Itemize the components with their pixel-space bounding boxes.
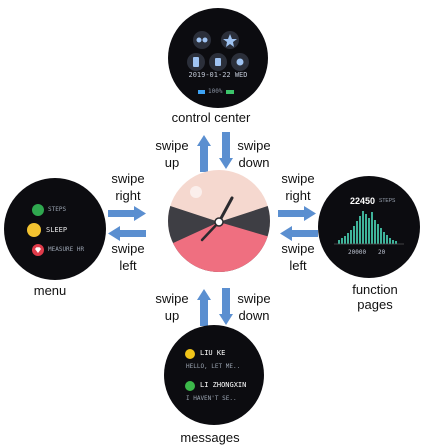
arrow-up-top [197,135,211,172]
menu-caption: menu [33,283,67,298]
watch-face-graphic [168,170,270,272]
control-center-caption: control center [171,110,251,125]
control-center-watch[interactable]: 2019-01-22 WED 100% [168,8,268,108]
menu-item-steps[interactable]: STEPS [48,206,67,213]
control-center-battery: 100% [208,88,223,95]
menu-item-sleep[interactable]: SLEEP [46,226,68,234]
steps-unit: STEPS [379,198,396,204]
messages-caption: messages [180,430,240,445]
main-watch-face[interactable] [168,170,270,272]
menu-icons [27,204,44,256]
menu-watch[interactable]: STEPS SLEEP MEASURE HR [4,178,106,280]
message-icons [185,349,195,391]
steps-extra: 20 [378,249,386,256]
function-pages-caption: function pages [352,282,398,312]
arrow-down-bottom [219,288,233,325]
function-pages-watch[interactable]: 22450 STEPS 20000 20 [318,176,420,278]
steps-value: 22450 [350,196,376,206]
arrow-left-left [108,226,146,241]
arrow-up-bottom [197,289,211,326]
arrow-left-right [280,226,318,241]
arrow-right-right [278,206,316,221]
arrow-right-left [108,206,146,221]
control-center-icons [187,31,249,94]
message-preview-2: I HAVEN'T SE.. [186,395,237,402]
message-preview-1: HELLO, LET ME.. [186,363,241,370]
steps-goal: 20000 [348,249,367,256]
menu-item-measure-hr[interactable]: MEASURE HR [48,246,85,253]
steps-histogram [334,211,404,245]
control-center-date: 2019-01-22 WED [188,71,248,79]
arrow-down-top [219,132,233,169]
message-sender-2[interactable]: LI ZHONGXIN [200,381,247,389]
messages-watch[interactable]: LIU KE HELLO, LET ME.. LI ZHONGXIN I HAV… [164,325,264,425]
message-sender-1[interactable]: LIU KE [200,349,226,357]
